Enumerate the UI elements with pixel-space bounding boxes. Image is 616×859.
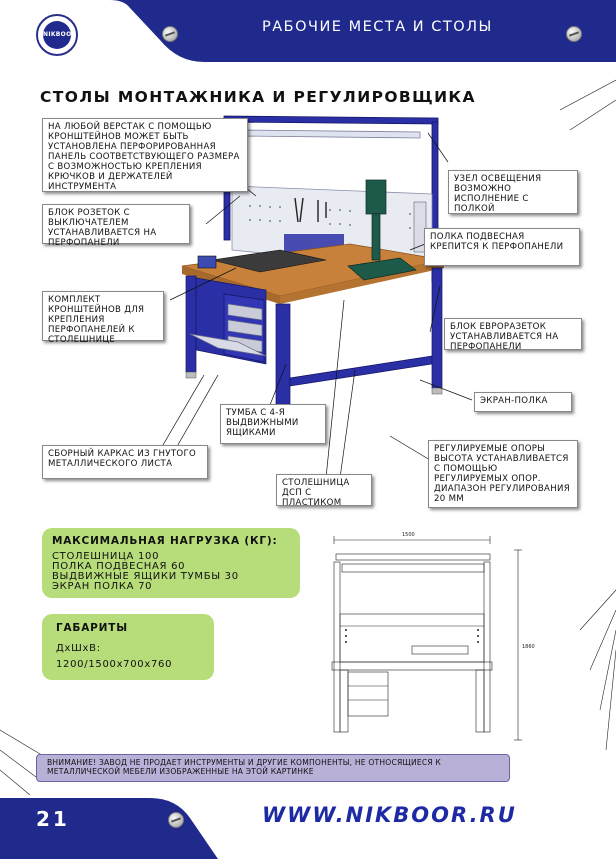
load-line: СТОЛЕШНИЦА 100 — [52, 551, 160, 562]
callout-tabletop: СТОЛЕШНИЦА ДСП С ПЛАСТИКОМ — [276, 474, 372, 508]
callout-frame: СБОРНЫЙ КАРКАС ИЗ ГНУТОГО МЕТАЛЛИЧЕСКОГО… — [42, 445, 208, 479]
callout-pedestal: ТУМБА С 4-Я ВЫДВИЖНЫМИ ЯЩИКАМИ — [220, 404, 326, 444]
drawer-pedestal — [189, 277, 267, 365]
max-load-title: МАКСИМАЛЬНАЯ НАГРУЗКА (КГ): — [52, 535, 278, 547]
drawing-height-label: 1860 — [522, 644, 535, 650]
dimensions-title: ГАБАРИТЫ — [56, 622, 128, 634]
load-line: ВЫДВИЖНЫЕ ЯЩИКИ ТУМБЫ 30 — [52, 571, 239, 582]
screw-icon — [162, 26, 178, 42]
section-title: РАБОЧИЕ МЕСТА И СТОЛЫ — [262, 19, 493, 35]
callout-hanging-shelf: ПОЛКА ПОДВЕСНАЯ КРЕПИТСЯ К ПЕРФОПАНЕЛИ — [424, 228, 580, 266]
hanging-tools — [294, 197, 327, 223]
callout-euro-sockets: БЛОК ЕВРОРАЗЕТОК УСТАНАВЛИВАЕТСЯ НА ПЕРФ… — [444, 318, 582, 352]
footer-band — [0, 798, 218, 859]
screw-icon — [566, 26, 582, 42]
load-line: ПОЛКА ПОДВЕСНАЯ 60 — [52, 561, 186, 572]
workbench-illustration — [181, 115, 445, 435]
decorative-lines — [560, 79, 616, 751]
work-mat — [211, 249, 327, 273]
callout-socket-block: БЛОК РОЗЕТОК С ВЫКЛЮЧАТЕЛЕМ УСТАНАВЛИВАЕ… — [42, 204, 190, 248]
website-link[interactable]: WWW.NIKBOOR.RU — [262, 803, 517, 827]
callout-screen-shelf: ЭКРАН-ПОЛКА — [474, 392, 572, 412]
callout-lighting: УЗЕЛ ОСВЕЩЕНИЯ ВОЗМОЖНО ИСПОЛНЕНИЕ С ПОЛ… — [448, 170, 578, 214]
callout-brackets: КОМПЛЕКТ КРОНШТЕЙНОВ ДЛЯ КРЕПЛЕНИЯ ПЕРФО… — [42, 291, 164, 345]
dimensions-label: ДхШхВ: — [56, 643, 101, 654]
load-line: ЭКРАН ПОЛКА 70 — [52, 581, 153, 592]
header-band — [0, 0, 616, 62]
dimensions-box: ГАБАРИТЫ ДхШхВ: 1200/1500х700х760 — [42, 614, 214, 680]
page-title: СТОЛЫ МОНТАЖНИКА И РЕГУЛИРОВЩИКА — [40, 88, 476, 106]
drill-press — [347, 179, 417, 281]
notice-banner: ВНИМАНИЕ! ЗАВОД НЕ ПРОДАЕТ ИНСТРУМЕНТЫ И… — [36, 754, 510, 782]
logo-mark: NIKBOOR — [43, 21, 76, 49]
page-number: 21 — [36, 807, 70, 831]
max-load-box: МАКСИМАЛЬНАЯ НАГРУЗКА (КГ): СТОЛЕШНИЦА 1… — [42, 528, 300, 598]
bench-vice — [197, 255, 217, 269]
callout-feet: РЕГУЛИРУЕМЫЕ ОПОРЫ ВЫСОТА УСТАНАВЛИВАЕТС… — [428, 440, 578, 508]
callout-perforated-panel: НА ЛЮБОЙ ВЕРСТАК С ПОМОЩЬЮ КРОНШТЕЙНОВ М… — [42, 118, 248, 192]
dimensions-value: 1200/1500х700х760 — [56, 659, 173, 670]
technical-drawing: 1500 1860 — [331, 532, 535, 741]
company-logo: NIKBOOR — [36, 14, 78, 56]
drawing-width-label: 1500 — [402, 532, 415, 538]
bench-frame — [185, 267, 443, 429]
screw-icon — [168, 812, 184, 828]
